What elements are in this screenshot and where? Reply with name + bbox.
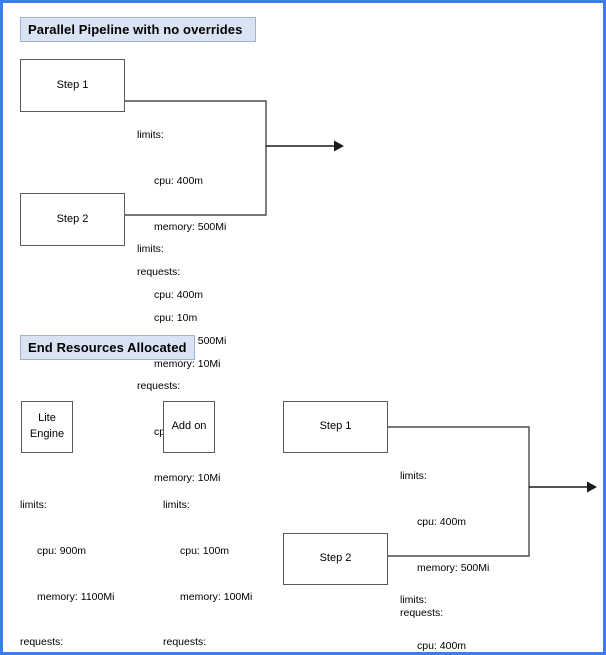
node-add-on[interactable]: Add on — [163, 401, 215, 453]
section-header-end-resources: End Resources Allocated — [20, 335, 195, 360]
resources-bottom-step-2: limits: cpu: 400m memory: 500Mi requests… — [400, 563, 489, 653]
limits-cpu: cpu: 400m — [417, 640, 467, 653]
limits-cpu: cpu: 400m — [154, 289, 204, 302]
limits-label: limits: — [400, 470, 427, 483]
limits-cpu: cpu: 400m — [417, 516, 467, 529]
requests-label: requests: — [137, 266, 181, 279]
limits-cpu: cpu: 900m — [37, 545, 87, 558]
resources-lite-engine: limits: cpu: 900m memory: 1100Mi request… — [20, 468, 115, 652]
requests-memory: memory: 10Mi — [154, 471, 221, 484]
limits-memory: memory: 100Mi — [180, 590, 253, 603]
section-header-parallel-pipeline: Parallel Pipeline with no overrides — [20, 17, 256, 42]
limits-label: limits: — [20, 499, 47, 512]
requests-label: requests: — [20, 636, 64, 649]
node-top-step-2[interactable]: Step 2 — [20, 193, 125, 246]
limits-memory: memory: 500Mi — [154, 220, 227, 233]
limits-label: limits: — [137, 129, 164, 142]
limits-label: limits: — [400, 594, 427, 607]
requests-cpu: cpu: 10m — [154, 312, 198, 325]
node-bottom-step-1[interactable]: Step 1 — [283, 401, 388, 453]
requests-label: requests: — [163, 636, 207, 649]
node-lite-engine[interactable]: Lite Engine — [21, 401, 73, 453]
resources-add-on: limits: cpu: 100m memory: 100Mi requests… — [163, 468, 253, 652]
node-bottom-step-2[interactable]: Step 2 — [283, 533, 388, 585]
limits-cpu: cpu: 400m — [154, 175, 204, 188]
requests-label: requests: — [137, 380, 181, 393]
resources-bottom-step-1: limits: cpu: 400m memory: 500Mi requests… — [400, 439, 490, 652]
limits-cpu: cpu: 100m — [180, 545, 230, 558]
limits-memory: memory: 1100Mi — [37, 590, 115, 603]
requests-memory: memory: 10Mi — [154, 357, 221, 370]
limits-label: limits: — [163, 499, 190, 512]
requests-label: requests: — [400, 607, 444, 620]
limits-label: limits: — [137, 243, 164, 256]
node-top-step-1[interactable]: Step 1 — [20, 59, 125, 112]
resources-top-step-1: limits: cpu: 400m memory: 500Mi requests… — [137, 98, 226, 402]
limits-memory: memory: 500Mi — [417, 561, 490, 574]
